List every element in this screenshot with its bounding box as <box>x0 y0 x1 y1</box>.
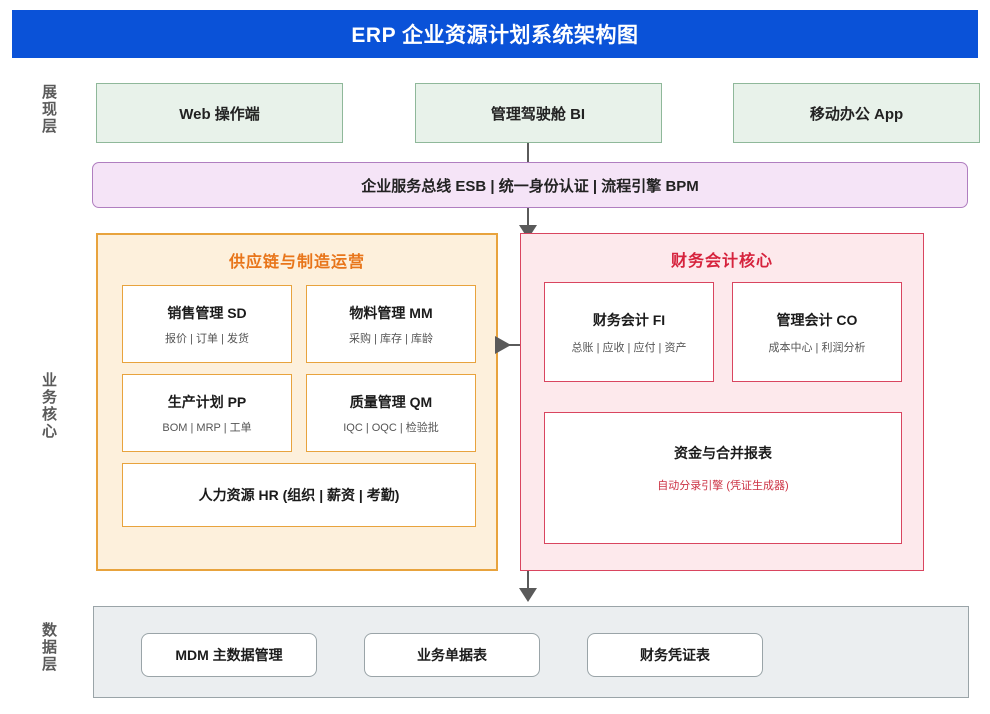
arrow-down-icon <box>519 588 537 602</box>
layer-label-business-core: 业务核心 <box>40 372 57 440</box>
module-treasury-consolidation[interactable]: 资金与合并报表 自动分录引擎 (凭证生成器) <box>544 412 902 544</box>
module-financial-accounting-fi[interactable]: 财务会计 FI 总账 | 应收 | 应付 | 资产 <box>544 282 714 382</box>
layer-label-data: 数据层 <box>40 622 57 673</box>
finance-core-title: 财务会计核心 <box>670 253 773 270</box>
connector-supply-to-finance-line <box>498 344 524 346</box>
module-title: 销售管理 SD <box>167 304 247 321</box>
arrow-right-icon <box>495 336 511 354</box>
module-management-accounting-co[interactable]: 管理会计 CO 成本中心 | 利润分析 <box>732 282 902 382</box>
module-subtitle: BOM | MRP | 工单 <box>162 421 252 434</box>
supply-chain-module-grid: 销售管理 SD 报价 | 订单 | 发货 物料管理 MM 采购 | 库存 | 库… <box>122 285 476 527</box>
middleware-esb-bar[interactable]: 企业服务总线 ESB | 统一身份认证 | 流程引擎 BPM <box>92 162 968 208</box>
data-layer-panel: MDM 主数据管理 业务单据表 财务凭证表 <box>93 606 969 698</box>
supply-chain-title: 供应链与制造运营 <box>228 254 365 271</box>
layer-label-presentation: 展现层 <box>40 84 57 135</box>
module-title: 物料管理 MM <box>349 304 433 321</box>
presentation-layer-row: Web 操作端 管理驾驶舱 BI 移动办公 App <box>96 83 980 143</box>
module-title: 管理会计 CO <box>776 311 858 328</box>
module-subtitle: 报价 | 订单 | 发货 <box>165 332 249 345</box>
module-subtitle: 总账 | 应收 | 应付 | 资产 <box>571 341 687 354</box>
module-material-mm[interactable]: 物料管理 MM 采购 | 库存 | 库龄 <box>306 285 476 363</box>
data-box-business-documents[interactable]: 业务单据表 <box>364 633 540 677</box>
finance-core-panel: 财务会计核心 财务会计 FI 总账 | 应收 | 应付 | 资产 管理会计 CO… <box>520 233 924 571</box>
presentation-box-bi[interactable]: 管理驾驶舱 BI <box>414 83 662 143</box>
page-title: ERP 企业资源计划系统架构图 <box>351 24 639 47</box>
module-subtitle: 成本中心 | 利润分析 <box>768 341 866 354</box>
module-sales-sd[interactable]: 销售管理 SD 报价 | 订单 | 发货 <box>122 285 292 363</box>
data-box-financial-vouchers[interactable]: 财务凭证表 <box>587 633 763 677</box>
connector-bi-to-esb <box>527 143 529 162</box>
module-subtitle: 自动分录引擎 (凭证生成器) <box>657 480 789 492</box>
supply-chain-panel: 供应链与制造运营 销售管理 SD 报价 | 订单 | 发货 物料管理 MM 采购… <box>96 233 498 571</box>
module-title: 人力资源 HR (组织 | 薪资 | 考勤) <box>198 487 400 503</box>
diagram-title-bar: ERP 企业资源计划系统架构图 <box>12 10 978 58</box>
data-box-mdm[interactable]: MDM 主数据管理 <box>141 633 317 677</box>
connector-finance-to-data-line <box>527 571 529 591</box>
module-human-resources-hr[interactable]: 人力资源 HR (组织 | 薪资 | 考勤) <box>122 463 476 527</box>
module-title: 资金与合并报表 <box>674 445 772 461</box>
data-layer-box-row: MDM 主数据管理 业务单据表 财务凭证表 <box>141 633 763 677</box>
presentation-box-mobile-app[interactable]: 移动办公 App <box>733 83 980 143</box>
module-subtitle: IQC | OQC | 检验批 <box>343 421 439 434</box>
presentation-box-web[interactable]: Web 操作端 <box>96 83 343 143</box>
module-title: 质量管理 QM <box>349 393 433 410</box>
module-production-pp[interactable]: 生产计划 PP BOM | MRP | 工单 <box>122 374 292 452</box>
module-quality-qm[interactable]: 质量管理 QM IQC | OQC | 检验批 <box>306 374 476 452</box>
module-title: 财务会计 FI <box>592 311 666 328</box>
connector-esb-to-finance-line <box>527 208 529 228</box>
module-title: 生产计划 PP <box>167 393 247 410</box>
module-subtitle: 采购 | 库存 | 库龄 <box>349 332 433 345</box>
finance-module-grid: 财务会计 FI 总账 | 应收 | 应付 | 资产 管理会计 CO 成本中心 |… <box>544 282 902 382</box>
